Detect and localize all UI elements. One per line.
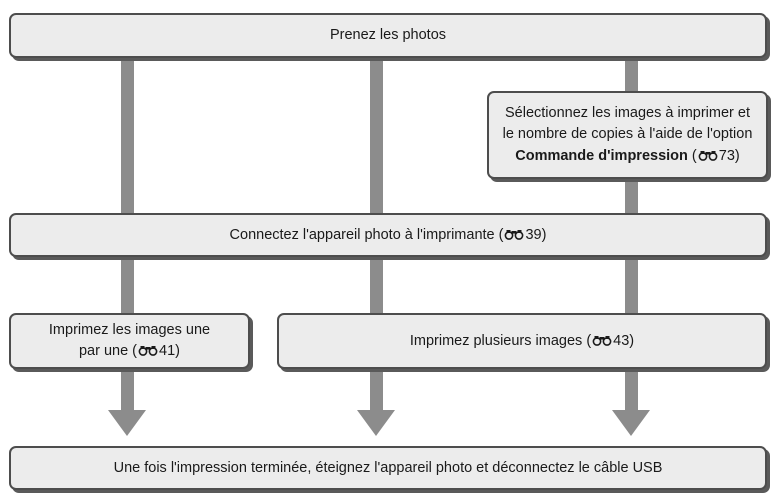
- connector-print-order-to-connect: [625, 175, 638, 217]
- binoculars-reference-icon: [592, 335, 612, 346]
- binoculars-reference-icon: [505, 229, 524, 240]
- print-single-line-2: par une (: [78, 343, 138, 359]
- step-take-photos-label: Prenez les photos: [329, 27, 447, 44]
- print-single-ref-close: ): [175, 343, 180, 359]
- binoculars-reference-icon: [138, 346, 158, 356]
- print-single-ref-page: 41: [159, 343, 176, 359]
- print-order-line-2: le nombre de copies à l'aide de l'option: [502, 126, 753, 143]
- connector-connect-to-print-single: [121, 254, 134, 317]
- print-order-ref-open: (: [687, 147, 697, 164]
- step-print-order: Sélectionnez les images à imprimer et le…: [487, 91, 768, 179]
- print-order-line-1: Sélectionnez les images à imprimer et: [504, 105, 750, 122]
- connector-print-single-to-finish: [121, 367, 134, 413]
- connector-take-to-connect-left: [121, 55, 134, 217]
- arrowhead-down-right: [612, 410, 650, 436]
- step-print-single: Imprimez les images une par une ( 41): [9, 313, 250, 369]
- arrowhead-down-middle: [357, 410, 395, 436]
- connector-take-to-connect-middle: [370, 55, 383, 217]
- connector-connect-to-print-multiple-left: [370, 254, 383, 317]
- print-multiple-ref-page: 43: [613, 332, 630, 349]
- connector-print-multiple-to-finish-left: [370, 367, 383, 413]
- step-finish-label: Une fois l'impression terminée, éteignez…: [113, 459, 663, 476]
- print-order-option-name: Commande d'impression: [515, 147, 688, 164]
- arrowhead-down-left: [108, 410, 146, 436]
- connector-connect-to-print-multiple-right: [625, 254, 638, 317]
- print-order-ref-close: ): [734, 147, 740, 164]
- step-finish-disconnect: Une fois l'impression terminée, éteignez…: [9, 446, 767, 490]
- step-print-multiple: Imprimez plusieurs images ( 43): [277, 313, 767, 369]
- step-connect-label: Connectez l'appareil photo à l'imprimant…: [229, 226, 504, 243]
- binoculars-reference-icon: [698, 150, 718, 161]
- connector-take-to-print-order: [625, 55, 638, 95]
- print-multiple-ref-close: ): [629, 332, 635, 349]
- connector-print-multiple-to-finish-right: [625, 367, 638, 413]
- print-order-ref-page: 73: [718, 147, 735, 164]
- step-connect-ref-close: ): [541, 226, 547, 243]
- print-single-line-1: Imprimez les images une: [48, 322, 211, 339]
- step-take-photos: Prenez les photos: [9, 13, 767, 58]
- step-connect-camera: Connectez l'appareil photo à l'imprimant…: [9, 213, 767, 257]
- step-connect-ref-page: 39: [525, 226, 542, 243]
- print-multiple-label: Imprimez plusieurs images (: [409, 332, 592, 349]
